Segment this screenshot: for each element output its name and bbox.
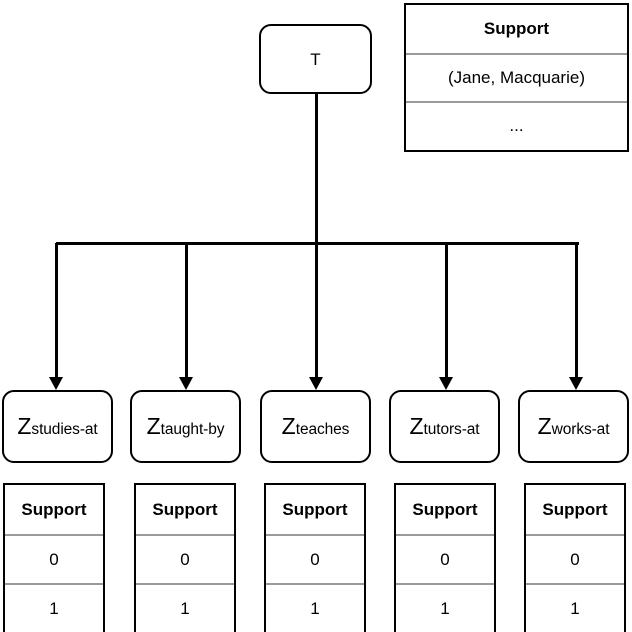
table-row: 1 [136, 583, 234, 632]
table-row: 0 [526, 534, 624, 583]
root-node-t[interactable]: T [259, 24, 372, 94]
table-row: 1 [5, 583, 103, 632]
connector-drop-1 [54, 243, 58, 378]
arrow-head-icon [568, 377, 583, 390]
leaf-subscript: works-at [551, 421, 610, 438]
connector-trunk [314, 94, 318, 244]
leaf-symbol: Z [17, 413, 32, 439]
leaf-support-table-studies-at: Support 0 1 [3, 483, 105, 632]
leaf-symbol: Z [281, 413, 296, 439]
table-header-cell: Support [406, 5, 627, 53]
leaf-symbol: Z [146, 413, 161, 439]
leaf-subscript: studies-at [31, 421, 98, 438]
arrow-head-icon [438, 377, 453, 390]
leaf-support-table-works-at: Support 0 1 [524, 483, 626, 632]
leaf-symbol: Z [409, 413, 424, 439]
table-row: 0 [5, 534, 103, 583]
connector-drop-3 [314, 243, 318, 378]
table-header-cell: Support [136, 485, 234, 534]
connector-bus [56, 241, 579, 245]
leaf-subscript: teaches [295, 421, 350, 438]
connector-drop-4 [444, 243, 448, 378]
leaf-subscript: tutors-at [423, 421, 480, 438]
table-row: 0 [266, 534, 364, 583]
arrow-head-icon [48, 377, 63, 390]
leaf-symbol: Z [537, 413, 552, 439]
table-row: 0 [396, 534, 494, 583]
table-row: 1 [266, 583, 364, 632]
root-node-label: T [310, 49, 321, 69]
leaf-support-table-tutors-at: Support 0 1 [394, 483, 496, 632]
connector-drop-5 [574, 243, 578, 378]
table-row: 1 [526, 583, 624, 632]
table-header-cell: Support [396, 485, 494, 534]
leaf-support-table-taught-by: Support 0 1 [134, 483, 236, 632]
table-header-cell: Support [5, 485, 103, 534]
arrow-head-icon [178, 377, 193, 390]
table-header-cell: Support [526, 485, 624, 534]
table-row: (Jane, Macquarie) [406, 53, 627, 101]
arrow-head-icon [308, 377, 323, 390]
leaf-subscript: taught-by [160, 421, 225, 438]
table-row: 0 [136, 534, 234, 583]
connector-drop-2 [184, 243, 188, 378]
table-row: ... [406, 101, 627, 149]
root-support-table: Support (Jane, Macquarie) ... [404, 3, 629, 152]
table-row: 1 [396, 583, 494, 632]
table-header-cell: Support [266, 485, 364, 534]
leaf-support-table-teaches: Support 0 1 [264, 483, 366, 632]
